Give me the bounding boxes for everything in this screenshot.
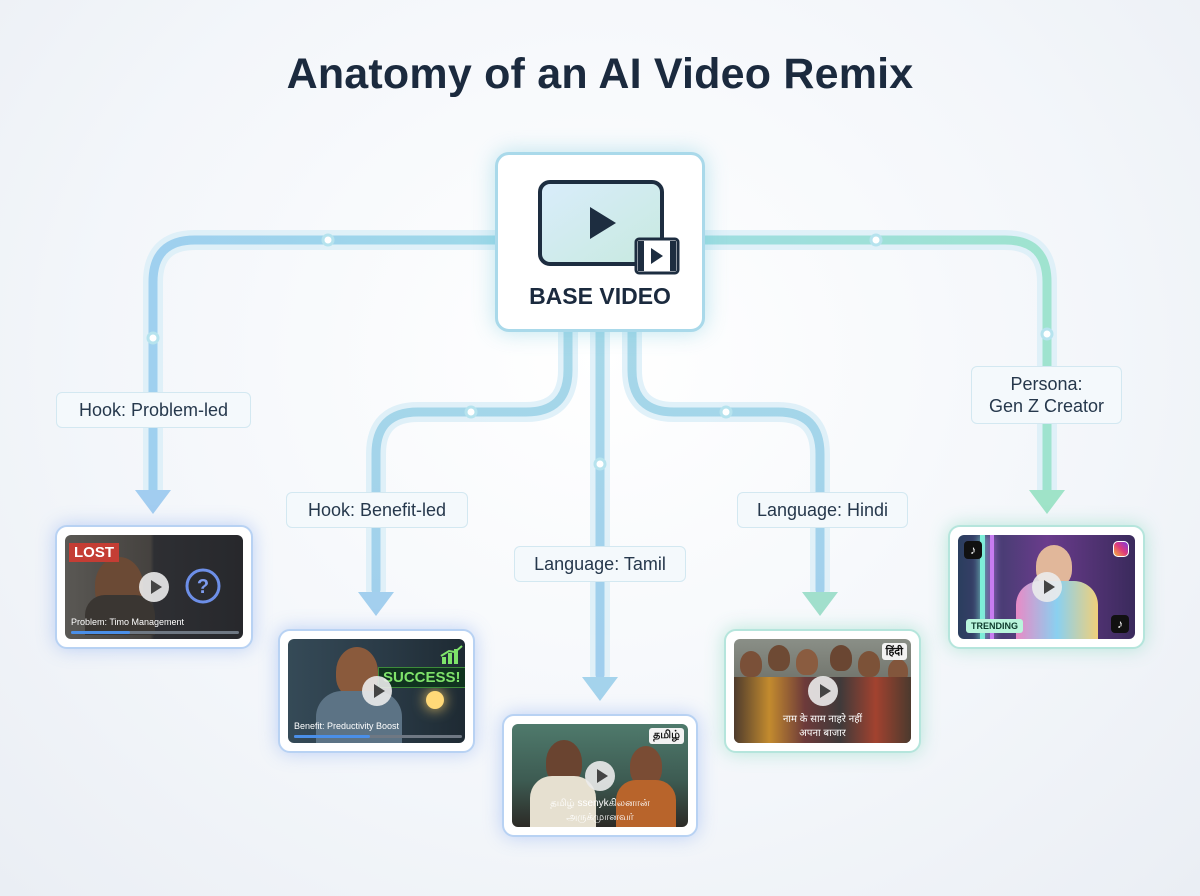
variant-card-genz[interactable]: ♪ ♪ TRENDING: [948, 525, 1145, 649]
badge-hindi: हिंदी: [881, 643, 907, 660]
variant-card-tamil[interactable]: தமிழ் தமிழ் ssenykகிலனான் அருக்முானவர்: [502, 714, 698, 837]
growth-chart-icon: [440, 645, 463, 664]
play-button-icon[interactable]: [1031, 572, 1062, 602]
tiktok-icon: ♪: [964, 541, 982, 559]
label-persona-line2: Gen Z Creator: [988, 396, 1105, 416]
person-figure: [768, 645, 790, 671]
play-button-icon[interactable]: [361, 676, 392, 706]
person-figure: [740, 651, 762, 677]
caption-line-2: अपना बाजार: [799, 728, 846, 739]
svg-text:?: ?: [197, 576, 209, 598]
person-figure-2: [630, 746, 662, 786]
badge-trending: TRENDING: [966, 619, 1023, 633]
instagram-icon: [1113, 541, 1129, 557]
label-persona-line1: Persona:: [1010, 374, 1083, 394]
video-thumbnail: LOST ? Problem: Timo Management: [65, 535, 243, 639]
base-video-card[interactable]: BASE VIDEO: [495, 152, 705, 332]
badge-lost: LOST: [69, 543, 119, 562]
video-thumbnail: தமிழ் தமிழ் ssenykகிலனான் அருக்முானவர்: [512, 724, 688, 827]
person-body-2: [616, 780, 676, 827]
play-button-icon[interactable]: [139, 572, 169, 602]
person-figure: [830, 645, 852, 671]
label-hook-benefit: Hook: Benefit-led: [286, 492, 468, 528]
tiktok-icon: ♪: [1111, 615, 1129, 633]
person-figure: [796, 649, 818, 675]
caption-text: Problem: Timo Management: [71, 617, 185, 627]
variant-card-problem[interactable]: LOST ? Problem: Timo Management: [55, 525, 253, 649]
variant-card-benefit[interactable]: SUCCESS! Benefit: Preductivity Boost: [278, 629, 475, 753]
question-mark-icon: ?: [185, 568, 221, 604]
caption-line-2: அருக்முானவர்: [566, 812, 634, 823]
variant-card-hindi[interactable]: हिंदी नाम के साम नाहरे नहीं अपना बाजार: [724, 629, 921, 753]
play-button-icon[interactable]: [585, 760, 615, 791]
caption-line-1: தமிழ் ssenykகிலனான்: [550, 798, 650, 809]
video-thumbnail: SUCCESS! Benefit: Preductivity Boost: [288, 639, 465, 743]
video-thumbnail: ♪ ♪ TRENDING: [958, 535, 1135, 639]
label-language-tamil: Language: Tamil: [514, 546, 686, 582]
neon-light: [980, 535, 985, 639]
person-body: [530, 776, 596, 827]
neon-light-2: [990, 535, 994, 639]
label-language-hindi: Language: Hindi: [737, 492, 908, 528]
label-persona-genz: Persona: Gen Z Creator: [971, 366, 1122, 424]
person-body: [85, 595, 155, 635]
diagram-title: Anatomy of an AI Video Remix: [286, 50, 914, 98]
label-hook-problem: Hook: Problem-led: [56, 392, 251, 428]
badge-tamil: தமிழ்: [649, 728, 684, 744]
progress-bar[interactable]: [71, 631, 239, 634]
base-video-label: BASE VIDEO: [529, 283, 671, 309]
lightbulb-icon: [426, 691, 444, 709]
video-play-icon: [538, 180, 680, 275]
progress-bar[interactable]: [294, 735, 462, 738]
play-button-icon[interactable]: [807, 676, 838, 706]
video-thumbnail: हिंदी नाम के साम नाहरे नहीं अपना बाजार: [734, 639, 911, 743]
caption-line-1: नाम के साम नाहरे नहीं: [782, 714, 863, 725]
caption-text: Benefit: Preductivity Boost: [294, 721, 400, 731]
person-figure: [858, 651, 880, 677]
